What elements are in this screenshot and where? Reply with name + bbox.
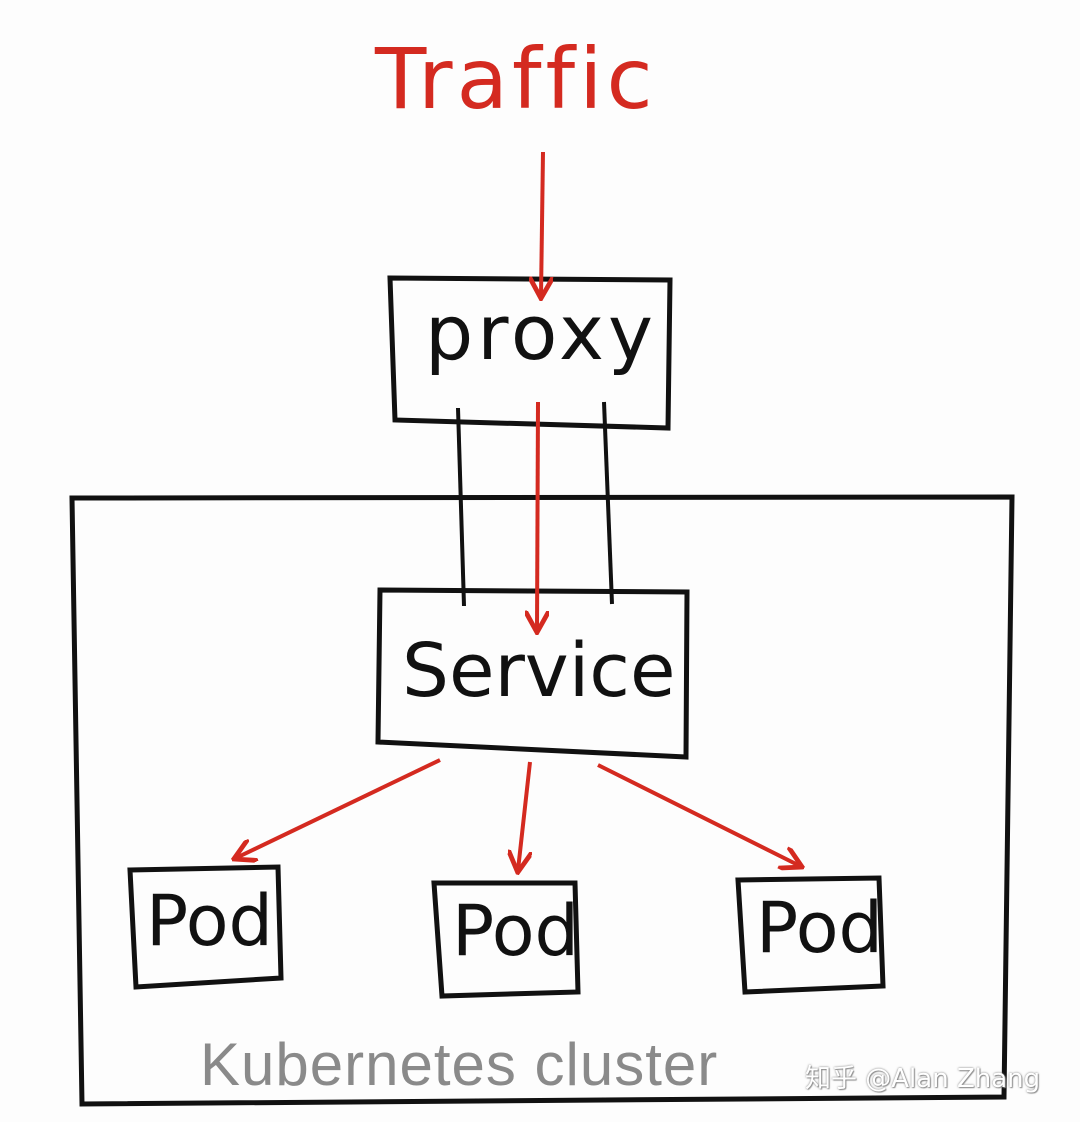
proxy-label: proxy (425, 288, 657, 377)
service-pod1-arrow (236, 758, 441, 858)
service-pod2-arrow (518, 761, 530, 870)
service-box (375, 587, 690, 760)
proxy-service-arrow (537, 401, 538, 630)
cluster-label: Kubernetes cluster (200, 1031, 719, 1098)
proxy-box (387, 275, 673, 431)
pod-label: Pod (452, 890, 579, 972)
watermark: 知乎 @Alan Zhang (805, 1064, 1041, 1094)
traffic-arrow (541, 151, 543, 296)
service-pod3-arrow (597, 763, 800, 866)
pod-label: Pod (756, 887, 883, 969)
proxy-service-line-right (602, 401, 614, 605)
service-label: Service (402, 628, 676, 714)
pod-box-1 (127, 864, 284, 990)
pod-box-2 (431, 880, 581, 999)
proxy-service-line-left (456, 407, 466, 607)
cluster-box (69, 494, 1015, 1107)
pod-box-3 (735, 875, 886, 995)
traffic-label: Traffic (375, 30, 657, 128)
pod-label: Pod (146, 880, 273, 962)
